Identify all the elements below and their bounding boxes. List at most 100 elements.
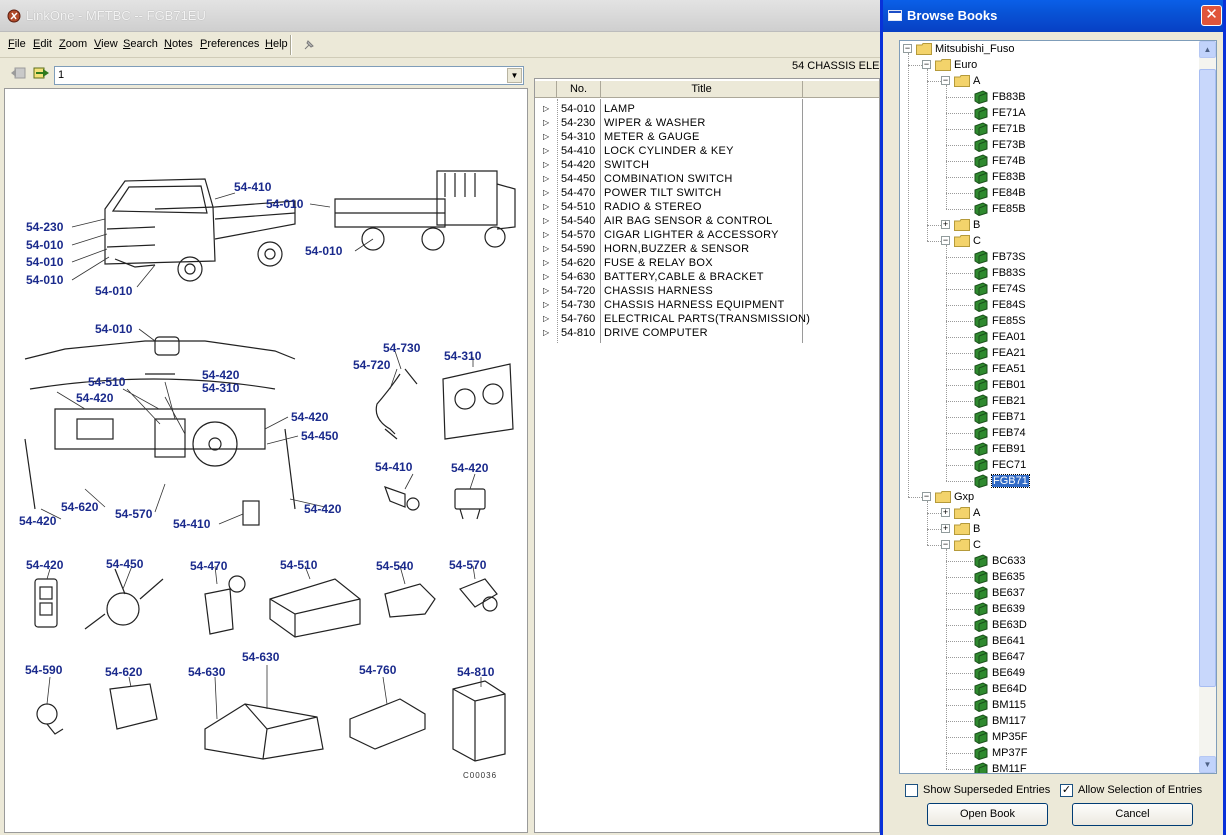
callout-54-010[interactable]: 54-010 (26, 238, 64, 252)
callout-54-420[interactable]: 54-420 (19, 514, 57, 528)
tree-folder-item[interactable]: −A (900, 73, 1196, 89)
tree-book-item[interactable]: BC633 (900, 553, 1196, 569)
callout-54-760[interactable]: 54-760 (359, 663, 397, 677)
tree-book-item[interactable]: FGB71 (900, 473, 1196, 489)
callout-54-510[interactable]: 54-510 (280, 558, 318, 572)
tree-folder-item[interactable]: −C (900, 537, 1196, 553)
tree-book-item[interactable]: FEA21 (900, 345, 1196, 361)
expand-arrow-icon[interactable]: ▷ (543, 146, 550, 155)
callout-54-630[interactable]: 54-630 (188, 665, 226, 679)
tree-book-item[interactable]: MP37F (900, 745, 1196, 761)
callout-54-540[interactable]: 54-540 (376, 559, 414, 573)
tree-book-item[interactable]: FEC71 (900, 457, 1196, 473)
tree-book-item[interactable]: FE85S (900, 313, 1196, 329)
column-header-no[interactable]: No. (557, 81, 601, 98)
expand-arrow-icon[interactable]: ▷ (543, 160, 550, 169)
callout-54-420[interactable]: 54-420 (76, 391, 114, 405)
callout-54-420[interactable]: 54-420 (202, 368, 240, 382)
callout-54-420[interactable]: 54-420 (304, 502, 342, 516)
callout-54-450[interactable]: 54-450 (301, 429, 339, 443)
linkone-app-icon[interactable] (6, 8, 22, 24)
callout-54-010[interactable]: 54-010 (266, 197, 304, 211)
checkbox-box[interactable] (905, 784, 918, 797)
close-button[interactable]: ✕ (1201, 5, 1222, 26)
expand-arrow-icon[interactable]: ▷ (543, 314, 550, 323)
tree-book-item[interactable]: FEB01 (900, 377, 1196, 393)
callout-54-570[interactable]: 54-570 (115, 507, 153, 521)
collapse-icon[interactable]: − (922, 491, 931, 501)
callout-54-310[interactable]: 54-310 (202, 381, 240, 395)
tree-book-item[interactable]: BE641 (900, 633, 1196, 649)
menu-notes[interactable]: Notes (164, 38, 193, 50)
callout-54-620[interactable]: 54-620 (61, 500, 99, 514)
tree-book-item[interactable]: FE71A (900, 105, 1196, 121)
tree-book-item[interactable]: BE63D (900, 617, 1196, 633)
tree-folder-item[interactable]: −Mitsubishi_Fuso (900, 41, 1196, 57)
callout-54-310[interactable]: 54-310 (444, 349, 482, 363)
column-header-title[interactable]: Title (601, 81, 803, 98)
menu-edit[interactable]: Edit (33, 38, 52, 50)
expand-icon[interactable]: + (941, 507, 950, 517)
tree-folder-item[interactable]: +B (900, 217, 1196, 233)
menu-help[interactable]: Help (265, 38, 288, 50)
chevron-down-icon[interactable]: ▼ (507, 68, 522, 83)
forward-icon[interactable] (32, 66, 50, 80)
expand-arrow-icon[interactable]: ▷ (543, 244, 550, 253)
callout-54-010[interactable]: 54-010 (95, 284, 133, 298)
callout-54-420[interactable]: 54-420 (291, 410, 329, 424)
callout-54-590[interactable]: 54-590 (25, 663, 63, 677)
menu-search[interactable]: Search (123, 38, 158, 50)
expand-arrow-icon[interactable]: ▷ (543, 216, 550, 225)
tree-book-item[interactable]: BE635 (900, 569, 1196, 585)
collapse-icon[interactable]: − (941, 539, 950, 549)
tree-book-item[interactable]: FB73S (900, 249, 1196, 265)
expand-arrow-icon[interactable]: ▷ (543, 104, 550, 113)
expand-arrow-icon[interactable]: ▷ (543, 174, 550, 183)
panel-splitter[interactable] (528, 88, 534, 833)
tree-book-item[interactable]: FE74B (900, 153, 1196, 169)
tree-book-item[interactable]: BM115 (900, 697, 1196, 713)
tree-book-item[interactable]: FB83S (900, 265, 1196, 281)
tree-folder-item[interactable]: −Euro (900, 57, 1196, 73)
menu-view[interactable]: View (94, 38, 118, 50)
tree-book-item[interactable]: FEB21 (900, 393, 1196, 409)
tree-book-item[interactable]: FE85B (900, 201, 1196, 217)
callout-54-450[interactable]: 54-450 (106, 557, 144, 571)
tree-book-item[interactable]: BE647 (900, 649, 1196, 665)
callout-54-010[interactable]: 54-010 (95, 322, 133, 336)
callout-54-230[interactable]: 54-230 (26, 220, 64, 234)
page-combo-box[interactable]: 1 ▼ (54, 66, 524, 85)
scroll-up-icon[interactable]: ▲ (1199, 41, 1216, 58)
expand-icon[interactable]: + (941, 219, 950, 229)
expand-arrow-icon[interactable]: ▷ (543, 286, 550, 295)
tree-book-item[interactable]: BE637 (900, 585, 1196, 601)
open-book-button[interactable]: Open Book (927, 803, 1048, 826)
tree-book-item[interactable]: FEA51 (900, 361, 1196, 377)
tree-folder-item[interactable]: +B (900, 521, 1196, 537)
callout-54-810[interactable]: 54-810 (457, 665, 495, 679)
expand-arrow-icon[interactable]: ▷ (543, 118, 550, 127)
tree-book-item[interactable]: FEB91 (900, 441, 1196, 457)
callout-54-470[interactable]: 54-470 (190, 559, 228, 573)
checkbox-box[interactable]: ✓ (1060, 784, 1073, 797)
cancel-button[interactable]: Cancel (1072, 803, 1193, 826)
pin-icon[interactable] (302, 38, 316, 52)
tree-scrollbar[interactable]: ▲ ▼ (1199, 41, 1216, 773)
callout-54-730[interactable]: 54-730 (383, 341, 421, 355)
callout-54-420[interactable]: 54-420 (451, 461, 489, 475)
collapse-icon[interactable]: − (922, 59, 931, 69)
tree-book-item[interactable]: BE64D (900, 681, 1196, 697)
callout-54-010[interactable]: 54-010 (26, 255, 64, 269)
tree-book-item[interactable]: FEA01 (900, 329, 1196, 345)
menu-preferences[interactable]: Preferences (200, 38, 260, 50)
callout-54-410[interactable]: 54-410 (173, 517, 211, 531)
